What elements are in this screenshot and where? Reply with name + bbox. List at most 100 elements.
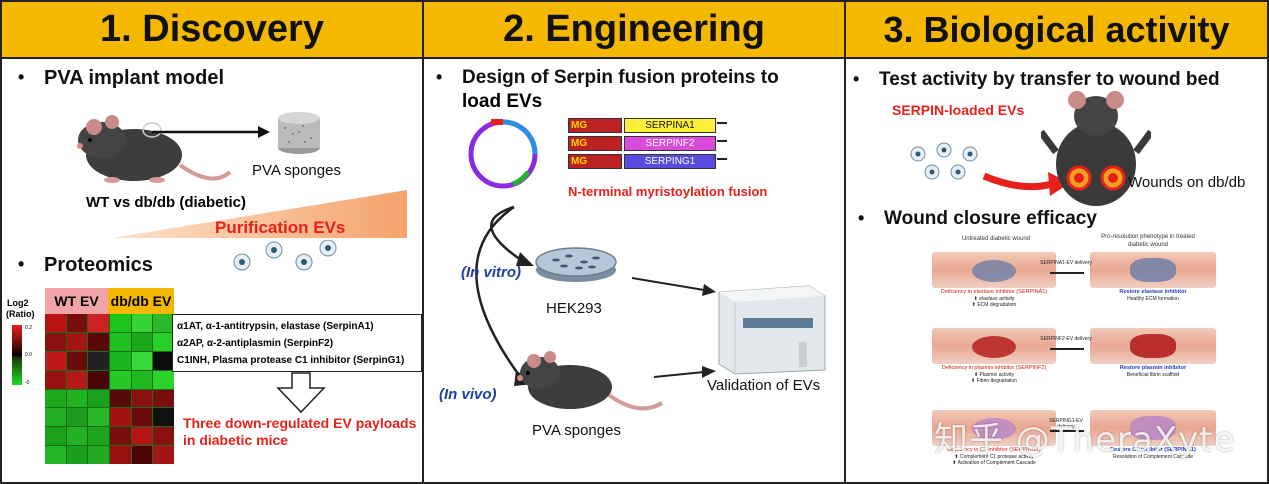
heatmap-cell (131, 427, 153, 446)
ev-particles-icon-2 (910, 142, 978, 180)
heatmap-cell (66, 370, 88, 389)
heatmap-cell (45, 427, 66, 446)
restore-label: Restore elastase inhibitor (1119, 289, 1187, 295)
heatmap-cell (131, 351, 153, 370)
panel-engineering: 2. Engineering Design of Serpin fusion p… (422, 0, 846, 484)
heatmap-cell (88, 446, 109, 464)
deficiency-effect-2: ⬆ Fibrin degradation (971, 378, 1017, 384)
log2-label: Log2 (7, 298, 29, 308)
scale-mid-label: 0.0 (25, 352, 32, 358)
deficiency-effect-1: ⬆ Plasmin activity (973, 372, 1015, 378)
heatmap-cell (153, 427, 174, 446)
heatmap-cell (66, 446, 88, 464)
serpin-loaded-evs-label: SERPIN-loaded EVs (892, 102, 1025, 118)
heatmap-cell (131, 408, 153, 427)
heatmap-cell (45, 408, 66, 427)
hollow-down-arrow-icon (276, 372, 326, 414)
delivery-arrow-icon (1050, 272, 1084, 274)
heatmap-cell (131, 389, 153, 408)
panel-discovery: 1. Discovery PVA implant model PVA spong… (0, 0, 424, 484)
heatmap-cell (109, 351, 131, 370)
heatmap-cell (66, 408, 88, 427)
downregulated-line2: in diabetic mice (183, 432, 289, 448)
panel-biological-activity: 3. Biological activity Test activity by … (844, 0, 1269, 484)
ev-particles-icon (233, 240, 337, 271)
heatmap-cell (109, 332, 131, 351)
scale-top-label: 0.2 (25, 325, 32, 331)
heatmap-cell (109, 389, 131, 408)
panel-biological-header: 3. Biological activity (846, 2, 1267, 59)
heatmap-cell (153, 332, 174, 351)
mouse-illustration-2 (517, 351, 664, 411)
restore-effect: Resolution of Complement Cascade (1112, 454, 1194, 460)
analyzer-instrument-icon (718, 285, 826, 375)
color-scale-bar (12, 325, 22, 385)
deficiency-label: Deficiency in elastase inhibitor (SERPIN… (940, 289, 1048, 295)
heatmap-cell (131, 446, 153, 464)
deficiency-label: Deficiency in plasmin inhibitor (SERPINF… (941, 365, 1047, 371)
restore-effect: Beneficial fibrin scaffold (1126, 372, 1180, 378)
wound-treated-core (1130, 334, 1176, 358)
plasmid-icon (468, 119, 538, 189)
heatmap-cell (88, 389, 109, 408)
delivery-label: SERPING1-EV delivery (1049, 418, 1083, 430)
bullet-proteomics: Proteomics (18, 254, 153, 277)
heatmap-cell (45, 370, 66, 389)
myristoylation-tag: MG (568, 154, 622, 169)
heatmap-cell (153, 408, 174, 427)
deficiency-effect-1: ⬆ elastase activity (973, 296, 1015, 302)
bullet-design-line2: load EVs (462, 91, 543, 112)
col-right-header-2: diabetic wound (1127, 242, 1169, 248)
wound-treated-core (1130, 258, 1176, 282)
bullet-test-activity: Test activity by transfer to wound bed (853, 69, 1220, 91)
heatmap-cell (88, 427, 109, 446)
heatmap-cell (109, 446, 131, 464)
heatmap-cell (45, 314, 66, 332)
construct-name: SERPING1 (624, 154, 716, 169)
delivery-arrow-icon (1050, 348, 1084, 350)
heatmap-cell (88, 351, 109, 370)
mouse-illustration (77, 115, 232, 183)
heatmap-cell (88, 314, 109, 332)
workflow-arrows (475, 205, 716, 386)
deficiency-effect-1: ⬆ Complement C1 protease activity (954, 454, 1034, 460)
bullet-pva-implant-model: PVA implant model (18, 67, 224, 90)
watermark: 知乎 @TheraXyte (934, 420, 1236, 460)
construct-name: SERPINA1 (624, 118, 716, 133)
heatmap-cell (153, 351, 174, 370)
restore-label: Restore C1 inhibitor (SERPING1) (1110, 447, 1196, 453)
heatmap-cell (66, 427, 88, 446)
panel-engineering-header: 2. Engineering (424, 2, 844, 59)
validation-evs-label: Validation of EVs (707, 377, 821, 394)
red-arrow-icon (982, 172, 1070, 196)
panel-discovery-header: 1. Discovery (2, 2, 422, 59)
heatmap-cell (66, 389, 88, 408)
mouse-topview-icon (1041, 91, 1151, 206)
wound-untreated-core (972, 260, 1016, 282)
wound-untreated-core (972, 418, 1016, 440)
heatmap-cell (66, 351, 88, 370)
protein-serpinf2: α2AP, α-2-antiplasmin (SerpinF2) (177, 338, 334, 349)
protein-serping1: C1INH, Plasma protease C1 inhibitor (Ser… (177, 355, 405, 366)
pva-sponges-label: PVA sponges (252, 162, 341, 179)
heatmap-cell (66, 332, 88, 351)
construct-arrow-icon (717, 122, 727, 124)
heatmap-cell (153, 314, 174, 332)
heatmap-cell (109, 370, 131, 389)
delivery-label: SERPINF2-EV delivery (1040, 336, 1092, 342)
deficiency-effect-2: ⬆ Activation of Complement Cascade (952, 460, 1036, 466)
serpin-protein-list: α1AT, α-1-antitrypsin, elastase (SerpinA… (172, 314, 422, 372)
hek293-label: HEK293 (546, 300, 602, 317)
heatmap-header-db: db/db EV (108, 288, 174, 314)
heatmap-cell (131, 314, 153, 332)
myristoylation-tag: MG (568, 136, 622, 151)
heatmap-cell (153, 370, 174, 389)
in-vitro-label: (In vitro) (461, 264, 521, 281)
construct-name: SERPINF2 (624, 136, 716, 151)
heatmap-label-db: db/db EV (110, 293, 172, 309)
heatmap-cell (45, 446, 66, 464)
heatmap-cell (88, 370, 109, 389)
restore-label: Restore plasmin inhibitor (1119, 365, 1187, 371)
heatmap-cell (66, 314, 88, 332)
